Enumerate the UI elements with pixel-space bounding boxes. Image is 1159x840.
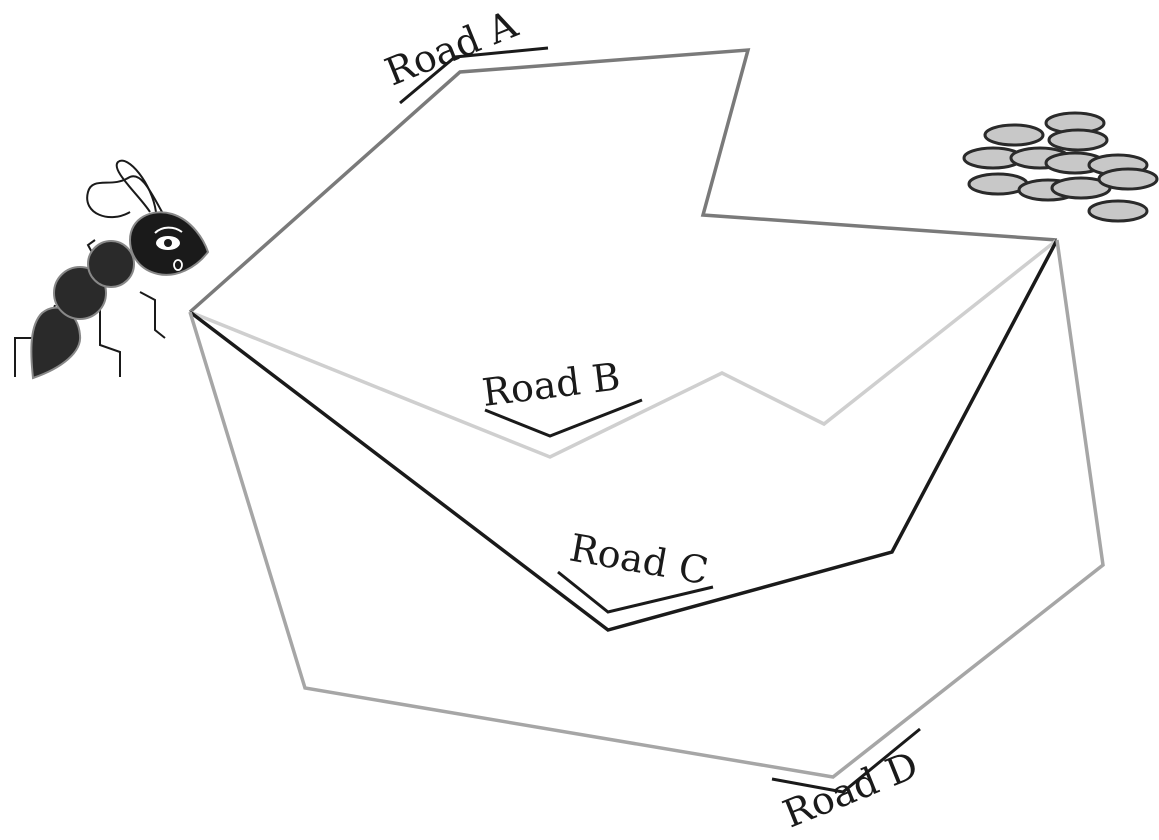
road-a-underline bbox=[399, 46, 549, 105]
road-c-underline bbox=[557, 570, 714, 614]
road-c-label-group: Road C bbox=[557, 526, 714, 614]
road-d-label: Road D bbox=[777, 743, 924, 837]
road-d-underline bbox=[771, 727, 921, 794]
road-b-label: Road B bbox=[480, 354, 623, 415]
road-d-label-group: Road D bbox=[771, 727, 924, 837]
road-d-path bbox=[188, 239, 1105, 779]
road-a-path bbox=[188, 48, 1058, 314]
road-b-underline bbox=[484, 398, 643, 438]
road-a-label-group: Road A bbox=[379, 2, 549, 105]
ant-icon bbox=[14, 159, 210, 380]
road-b-path bbox=[189, 238, 1059, 459]
road-c-label: Road C bbox=[566, 526, 711, 594]
road-c-path bbox=[188, 239, 1059, 632]
seeds-icon bbox=[962, 111, 1159, 223]
